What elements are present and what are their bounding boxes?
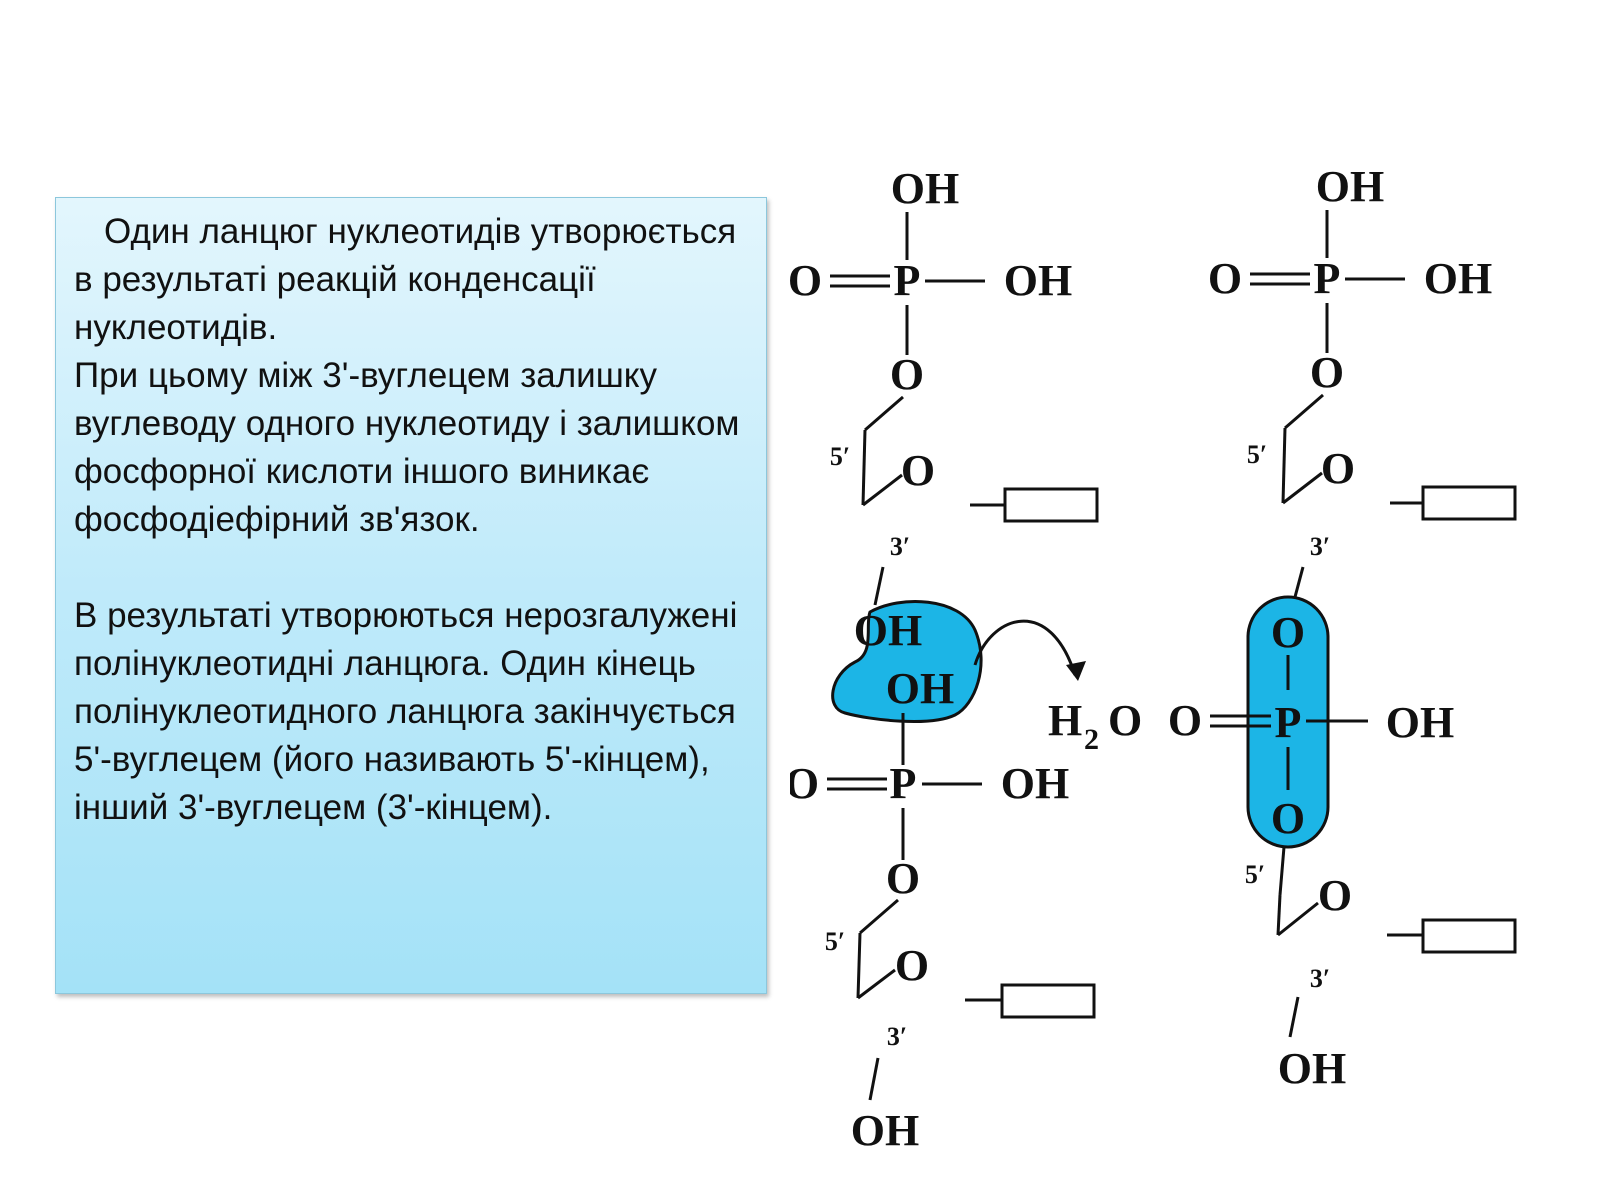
explanation-paragraph-1: Один ланцюг нуклеотидів утворюється в ре… <box>74 212 740 539</box>
left-bottom-ring-oxygen: O <box>895 941 929 990</box>
bridge-oxygen-top: O <box>1271 608 1305 657</box>
left-bottom-five-prime-label: 5′ <box>825 927 845 956</box>
condensation-highlight: OH OH H 2 O <box>831 600 1142 756</box>
bridge-oxygen-bottom: O <box>1271 794 1305 843</box>
right-bottom-three-prime-label: 3′ <box>1310 964 1330 993</box>
left-top-phosphate-o-double: O <box>790 256 822 305</box>
right-nucleotide-top: OH O P OH O 5′ O 3′ <box>1208 165 1517 598</box>
right-bridge-phosphorus: P <box>1275 698 1302 747</box>
phosphodiester-bond-highlight: O O P OH O <box>1168 595 1454 849</box>
right-top-phosphate-oh-right: OH <box>1424 254 1492 303</box>
left-top-phosphate-oh-top: OH <box>891 165 959 213</box>
right-bottom-five-prime-label: 5′ <box>1245 860 1265 889</box>
right-top-ring-oxygen: O <box>1321 444 1355 493</box>
water-o: O <box>1108 696 1142 745</box>
removed-water-blob <box>831 600 983 723</box>
explanation-text-box: Один ланцюг нуклеотидів утворюється в ре… <box>55 197 767 994</box>
left-bottom-three-prime-oh: OH <box>851 1106 919 1155</box>
left-top-ring-oxygen: O <box>901 446 935 495</box>
water-h: H <box>1048 696 1082 745</box>
right-phosphate-o-double: O <box>1168 696 1202 745</box>
left-top-ester-oxygen: O <box>890 350 924 399</box>
right-top-base-box <box>1421 485 1517 521</box>
paragraph-gap <box>74 544 750 592</box>
left-bottom-phosphorus: P <box>890 759 917 808</box>
left-nucleotide-bottom: O P OH O 5′ O 3′ OH <box>790 713 1096 1155</box>
left-bottom-phosphate-oh-right: OH <box>1001 759 1069 808</box>
left-top-three-prime-label: 3′ <box>890 532 910 561</box>
water-release-arrow <box>973 619 1077 676</box>
left-nucleotide-top: OH O P OH O 5′ O 3′ <box>790 165 1099 606</box>
right-top-phosphate-o-double: O <box>1208 254 1242 303</box>
right-top-ester-oxygen: O <box>1310 348 1344 397</box>
left-top-three-prime-oh: OH <box>854 606 922 655</box>
right-bottom-base-box <box>1421 918 1517 954</box>
left-top-phosphate-oh-right: OH <box>1004 256 1072 305</box>
left-top-phosphorus: P <box>894 256 921 305</box>
right-bottom-ring-oxygen: O <box>1318 871 1352 920</box>
left-bottom-ester-oxygen: O <box>886 854 920 903</box>
right-top-five-prime-label: 5′ <box>1247 440 1267 469</box>
left-top-five-prime-label: 5′ <box>830 442 850 471</box>
phosphodiester-bond-diagram: OH O P OH O 5′ O 3′ OH OH H 2 O O P <box>790 165 1517 1155</box>
water-release-arrowhead <box>1066 661 1086 681</box>
left-bottom-phosphate-oh-top: OH <box>886 664 954 713</box>
right-top-phosphate-oh-top: OH <box>1316 165 1384 211</box>
water-subscript-2: 2 <box>1084 723 1099 756</box>
left-bottom-three-prime-label: 3′ <box>887 1022 907 1051</box>
right-top-three-prime-label: 3′ <box>1310 532 1330 561</box>
right-bottom-three-prime-oh: OH <box>1278 1044 1346 1093</box>
left-bottom-phosphate-o-double: O <box>790 759 819 808</box>
left-top-base-box <box>1003 487 1099 523</box>
right-nucleotide-bottom: 5′ O 3′ OH <box>1245 846 1517 1093</box>
right-top-phosphorus: P <box>1314 254 1341 303</box>
left-bottom-base-box <box>1000 983 1096 1019</box>
explanation-paragraph-2: В результаті утворюються нерозгалужені п… <box>74 596 738 827</box>
right-phosphate-oh-right: OH <box>1386 698 1454 747</box>
